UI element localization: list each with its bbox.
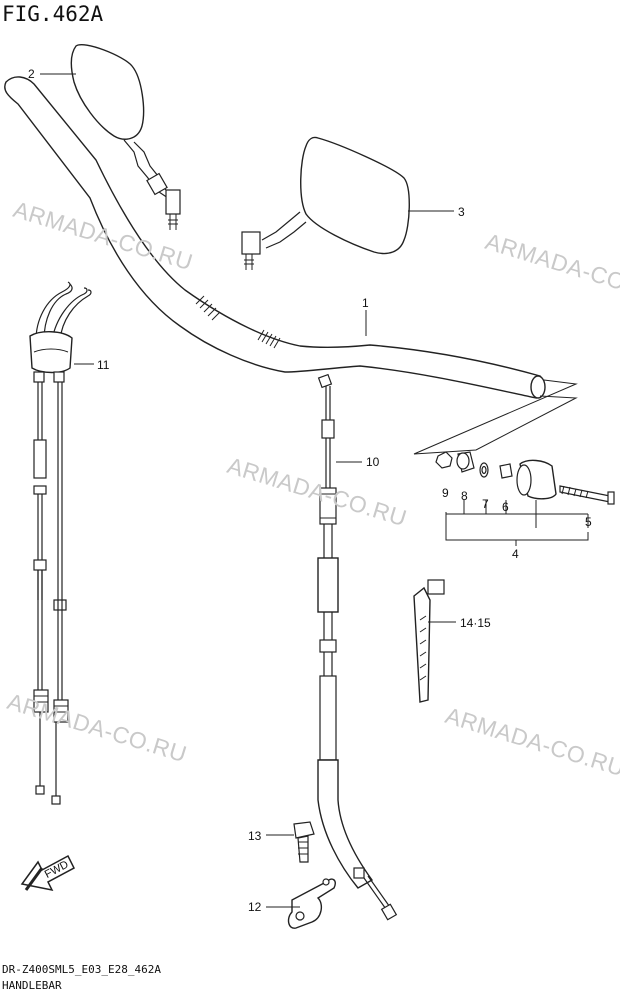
callout-10: 10 bbox=[366, 455, 380, 469]
callout-4: 4 bbox=[512, 547, 519, 561]
callout-3: 3 bbox=[458, 205, 465, 219]
balancer-screw[interactable] bbox=[559, 485, 615, 505]
clutch-cable[interactable] bbox=[317, 373, 398, 921]
callout-14-15: 14·15 bbox=[460, 616, 491, 630]
mirror-left[interactable] bbox=[70, 44, 181, 230]
callout-5: 5 bbox=[585, 515, 592, 529]
balancer-washer[interactable] bbox=[479, 462, 489, 478]
grip-clamp-mark bbox=[195, 295, 281, 349]
bolt[interactable] bbox=[293, 821, 315, 863]
callout-labels: 1 2 3 4 5 6 7 8 9 10 11 12 13 14·15 bbox=[28, 67, 592, 914]
figure-caption: HANDLEBAR bbox=[2, 979, 62, 992]
arrow-fwd-icon: FWD bbox=[20, 854, 75, 892]
handlebar[interactable] bbox=[4, 76, 546, 399]
balancer-nut[interactable] bbox=[435, 451, 453, 469]
callout-7: 7 bbox=[482, 497, 489, 511]
callout-2: 2 bbox=[28, 67, 35, 81]
balancer-bushing[interactable] bbox=[499, 463, 513, 479]
figure-title: FIG.462A bbox=[2, 2, 104, 26]
callout-12: 12 bbox=[248, 900, 262, 914]
cable-clamp[interactable] bbox=[287, 878, 336, 929]
balancer-spacer[interactable] bbox=[456, 451, 475, 473]
balancer-weight[interactable] bbox=[516, 459, 557, 500]
model-code: DR-Z400SML5_E03_E28_462A bbox=[2, 963, 161, 976]
callout-1: 1 bbox=[362, 296, 369, 310]
leader-lines bbox=[40, 73, 456, 908]
callout-9: 9 bbox=[442, 486, 449, 500]
callout-11: 11 bbox=[97, 358, 110, 372]
mirror-right[interactable] bbox=[241, 136, 410, 270]
callout-13: 13 bbox=[248, 829, 262, 843]
throttle-cables[interactable] bbox=[29, 281, 92, 805]
callout-8: 8 bbox=[461, 489, 468, 503]
callout-6: 6 bbox=[502, 500, 509, 514]
cable-tie[interactable] bbox=[413, 579, 445, 703]
